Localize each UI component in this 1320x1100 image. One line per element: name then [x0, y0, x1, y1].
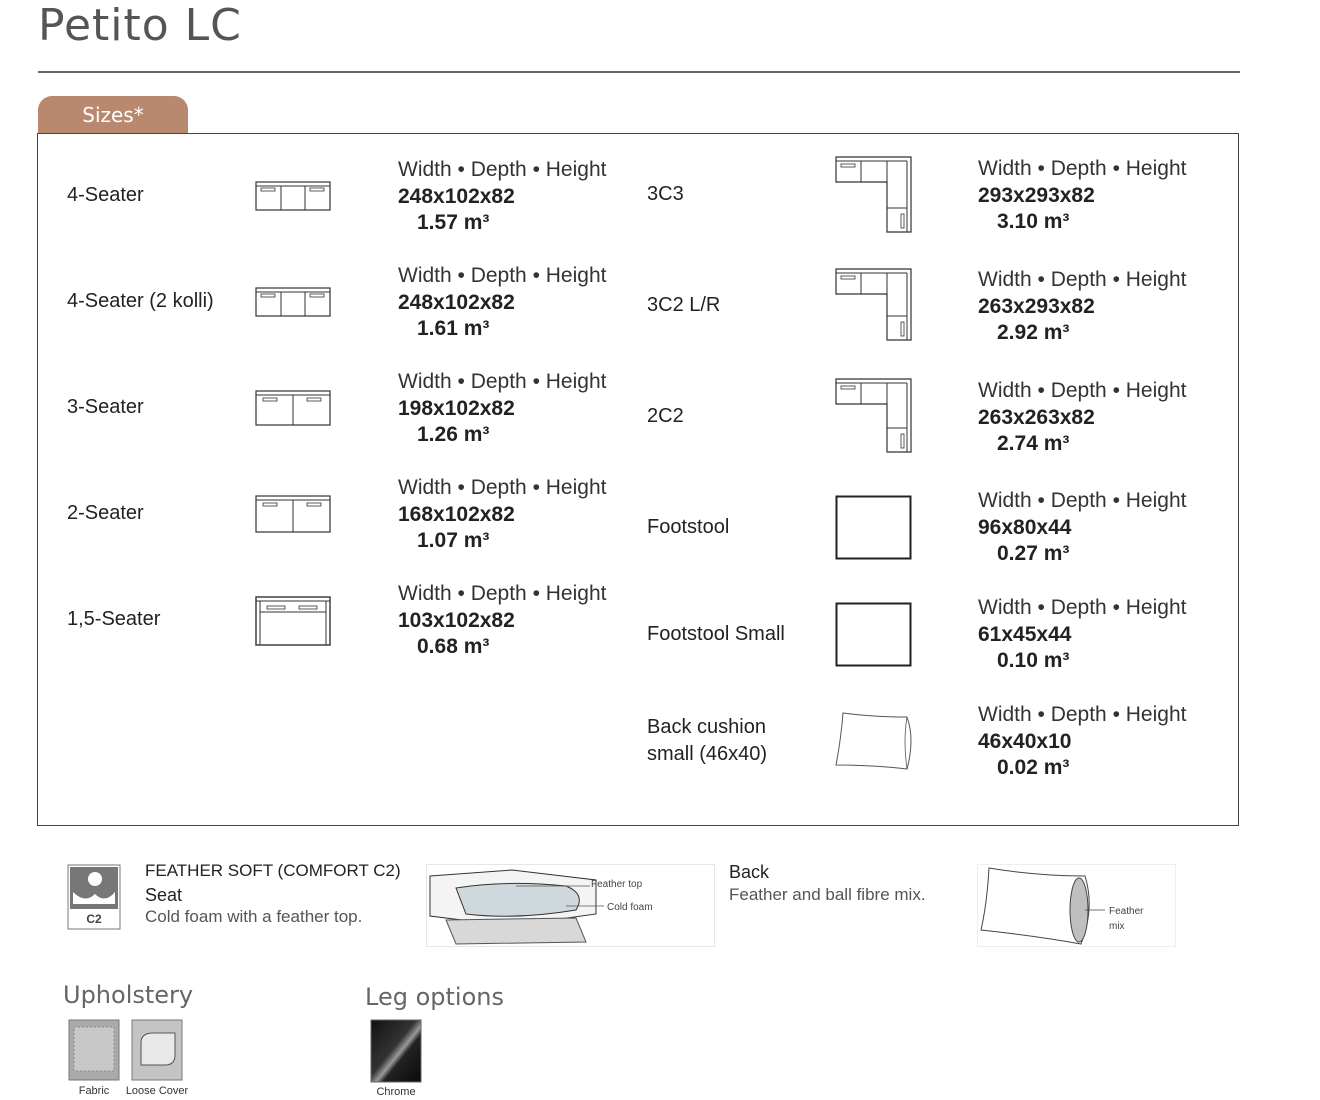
sofa-2-seater-icon: [255, 495, 331, 533]
seat-label-cold-foam: Cold foam: [607, 902, 653, 913]
comfort-c2-icon: [67, 864, 121, 930]
sofa-3-seater-icon: [255, 390, 331, 426]
item-name: Footstool: [647, 516, 730, 538]
item-dims: Width • Depth • Height 61x45x44 0.10 m³: [978, 596, 1187, 672]
back-description: Feather and ball fibre mix.: [729, 885, 926, 904]
item-name: 3C2 L/R: [647, 294, 721, 316]
item-dims: Width • Depth • Height 198x102x82 1.26 m…: [398, 370, 607, 446]
item-name: 3-Seater: [67, 396, 144, 418]
corner-sofa-2c2-icon: [835, 378, 912, 453]
item-dims: Width • Depth • Height 248x102x82 1.61 m…: [398, 264, 607, 340]
option-label: Fabric: [78, 1085, 110, 1097]
leg-options-title: Leg options: [365, 983, 504, 1011]
corner-sofa-3c2-icon: [835, 268, 912, 341]
sofa-4-seater-icon: [255, 181, 331, 211]
cushion-icon: [835, 712, 912, 770]
item-dims: Width • Depth • Height 248x102x82 1.57 m…: [398, 158, 607, 234]
item-dims: Width • Depth • Height 263x263x82 2.74 m…: [978, 379, 1187, 455]
back-label-mix: mix: [1109, 921, 1125, 932]
title-divider: [38, 71, 1240, 73]
seat-label-feather-top: Feather top: [591, 879, 643, 890]
item-dims: Width • Depth • Height 96x80x44 0.27 m³: [978, 489, 1187, 565]
item-name: 2-Seater: [67, 502, 144, 524]
upholstery-title: Upholstery: [63, 981, 194, 1009]
item-name: Back cushion: [647, 716, 766, 738]
footstool-icon: [835, 495, 912, 560]
comfort-heading: FEATHER SOFT (COMFORT C2): [145, 861, 401, 880]
fabric-icon: [68, 1019, 120, 1081]
corner-sofa-3c3-icon: [835, 156, 912, 233]
page-title: Petito LC: [38, 0, 242, 51]
comfort-badge: C2: [86, 912, 102, 926]
chrome-swatch-icon: [370, 1019, 422, 1083]
item-name: 3C3: [647, 183, 684, 205]
footstool-small-icon: [835, 602, 912, 667]
back-cushion-icon: [977, 864, 1176, 947]
item-name: 4-Seater: [67, 184, 144, 206]
sofa-4-seater-icon: [255, 287, 331, 317]
item-dims: Width • Depth • Height 293x293x82 3.10 m…: [978, 157, 1187, 233]
item-dims: Width • Depth • Height 46x40x10 0.02 m³: [978, 703, 1187, 779]
sofa-1-5-seater-icon: [255, 596, 331, 646]
sizes-tab[interactable]: Sizes*: [38, 96, 188, 134]
item-name: 4-Seater (2 kolli): [67, 290, 214, 312]
item-dims: Width • Depth • Height 263x293x82 2.92 m…: [978, 268, 1187, 344]
item-name: Footstool Small: [647, 623, 785, 645]
item-name: 1,5-Seater: [67, 608, 161, 630]
item-dims: Width • Depth • Height 103x102x82 0.68 m…: [398, 582, 607, 658]
option-label: Loose Cover: [125, 1085, 189, 1097]
loose-cover-icon: [131, 1019, 183, 1081]
seat-cross-section-icon: [426, 864, 715, 947]
seat-description: Cold foam with a feather top.: [145, 907, 363, 926]
item-name: small (46x40): [647, 743, 768, 765]
back-label-feather: Feather: [1109, 906, 1144, 917]
item-dims: Width • Depth • Height 168x102x82 1.07 m…: [398, 476, 607, 552]
seat-title: Seat: [145, 885, 183, 905]
back-title: Back: [729, 862, 770, 882]
option-label: Chrome: [376, 1086, 416, 1098]
item-name: 2C2: [647, 405, 684, 427]
sizes-panel: [37, 133, 1239, 826]
